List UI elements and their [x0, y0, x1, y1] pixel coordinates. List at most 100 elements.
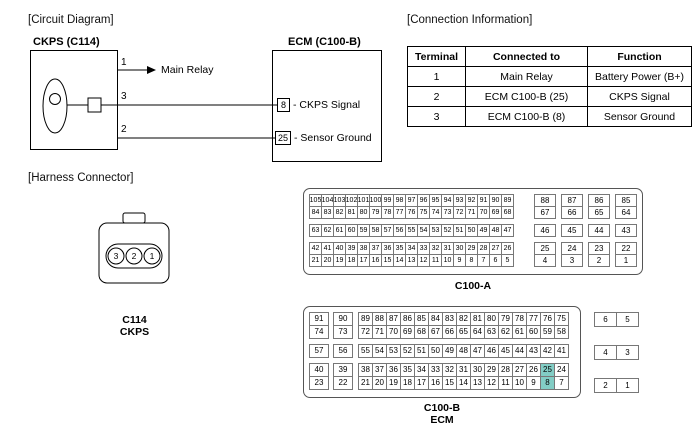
pin-34: 34: [414, 363, 429, 377]
pin-11: 11: [429, 254, 442, 267]
c100a-label: C100-A: [454, 280, 492, 292]
main-relay-label: Main Relay: [161, 64, 214, 76]
pin-32: 32: [442, 363, 457, 377]
pin-46: 46: [484, 344, 499, 358]
table-cell: Main Relay: [465, 66, 588, 87]
pin-51: 51: [414, 344, 429, 358]
column-header-terminal: Terminal: [407, 46, 466, 67]
pin-65: 65: [588, 206, 610, 219]
pin-4: 4: [594, 345, 617, 360]
pin-41: 41: [554, 344, 569, 358]
column-header-function: Function: [587, 46, 692, 67]
pin-1: 1: [615, 254, 637, 267]
ckps-terminal-box: [87, 97, 102, 113]
ckps-sensor-oval: [42, 78, 68, 134]
pin-48: 48: [456, 344, 471, 358]
table-cell: Sensor Ground: [587, 106, 692, 127]
pin-6: 6: [594, 312, 617, 327]
pin-52: 52: [400, 344, 415, 358]
circuit-diagram-section-label: [Circuit Diagram]: [28, 14, 114, 26]
pin-2: 2: [594, 378, 617, 393]
c114-pin1-circle: [143, 247, 161, 265]
pin-62: 62: [498, 325, 513, 339]
pin-39: 39: [333, 363, 353, 377]
pin-43: 43: [526, 344, 541, 358]
c114-type: CKPS: [119, 326, 150, 338]
pin-67: 67: [534, 206, 556, 219]
pin-76: 76: [540, 312, 555, 326]
column-header-connected-to: Connected to: [465, 46, 588, 67]
pin-16: 16: [428, 376, 443, 390]
pin-75: 75: [554, 312, 569, 326]
pin-9: 9: [526, 376, 541, 390]
ckps-box: [30, 50, 118, 150]
pin-77: 77: [526, 312, 541, 326]
pin-52: 52: [441, 224, 454, 237]
pin-18: 18: [400, 376, 415, 390]
pin-14: 14: [456, 376, 471, 390]
pin-40: 40: [309, 363, 329, 377]
arrow-right-icon: [147, 66, 156, 74]
pin-20: 20: [372, 376, 387, 390]
ckps-sensor-circle: [49, 93, 61, 105]
pin-56: 56: [333, 344, 353, 358]
pin-7: 7: [554, 376, 569, 390]
ecm-pin-25-label: - Sensor Ground: [294, 132, 372, 144]
pin-23: 23: [309, 376, 329, 390]
c114-pin1-number: 1: [150, 251, 155, 261]
pin-88: 88: [372, 312, 387, 326]
pin-15: 15: [442, 376, 457, 390]
pin-63: 63: [484, 325, 499, 339]
pin-10: 10: [441, 254, 454, 267]
c114-pin3-number: 3: [114, 251, 119, 261]
pin-66: 66: [561, 206, 583, 219]
pin-43: 43: [615, 224, 637, 237]
pin-44: 44: [512, 344, 527, 358]
c100b-sublabel: ECM: [430, 414, 454, 426]
pin-64: 64: [470, 325, 485, 339]
table-cell: 2: [407, 86, 466, 107]
pin-79: 79: [498, 312, 513, 326]
pin-2: 2: [588, 254, 610, 267]
pin-45: 45: [498, 344, 513, 358]
pin-19: 19: [386, 376, 401, 390]
pin-27: 27: [512, 363, 527, 377]
pin-69: 69: [400, 325, 415, 339]
table-cell: CKPS Signal: [587, 86, 692, 107]
pin-83: 83: [442, 312, 457, 326]
ecm-box: [272, 50, 382, 162]
wire-pin-2: 2: [121, 124, 127, 135]
ecm-pin-25-box: 25: [275, 131, 292, 145]
wire-pin-3: 3: [121, 91, 127, 102]
pin-17: 17: [414, 376, 429, 390]
ecm-pin-8-row: 8 - CKPS Signal: [277, 98, 361, 112]
pin-73: 73: [333, 325, 353, 339]
harness-connector-section-label: [Harness Connector]: [28, 172, 134, 184]
table-cell: 1: [407, 66, 466, 87]
pin-72: 72: [358, 325, 373, 339]
pin-64: 64: [615, 206, 637, 219]
pin-85: 85: [414, 312, 429, 326]
pin-11: 11: [498, 376, 513, 390]
ecm-title: ECM (C100-B): [288, 36, 361, 48]
pin-86: 86: [400, 312, 415, 326]
pin-46: 46: [534, 224, 556, 237]
c114-connector-drawing: 3 2 1: [98, 212, 170, 284]
pin-78: 78: [381, 206, 394, 219]
pin-47: 47: [470, 344, 485, 358]
